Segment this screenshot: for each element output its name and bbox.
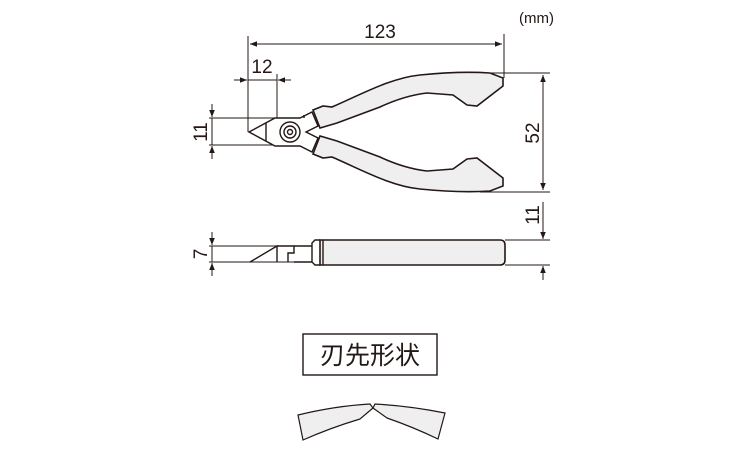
overall-length-dimension: 123 [247,22,505,132]
jaw-thickness-dimension: 7 [191,232,312,276]
pliers-top-view [247,71,504,193]
jaw-length-value: 12 [251,57,272,78]
jaw-height-value: 11 [191,122,212,142]
jaw-thickness-value: 7 [191,249,212,260]
handle-spread-dimension: 52 [480,72,550,193]
jaw-length-dimension: 12 [234,57,291,125]
blade-shape-label: 刃先形状 [320,341,420,370]
blade-cross-section [297,403,446,441]
jaw-height-dimension: 11 [191,104,278,159]
handle-thickness-value: 11 [523,205,544,225]
handle-thickness-dimension: 11 [505,202,550,280]
overall-length-value: 123 [364,22,396,43]
handle-spread-value: 52 [523,122,544,143]
unit-label: (mm) [519,10,554,27]
pliers-side-view [249,239,506,266]
blade-shape-label-box: 刃先形状 [302,333,438,376]
